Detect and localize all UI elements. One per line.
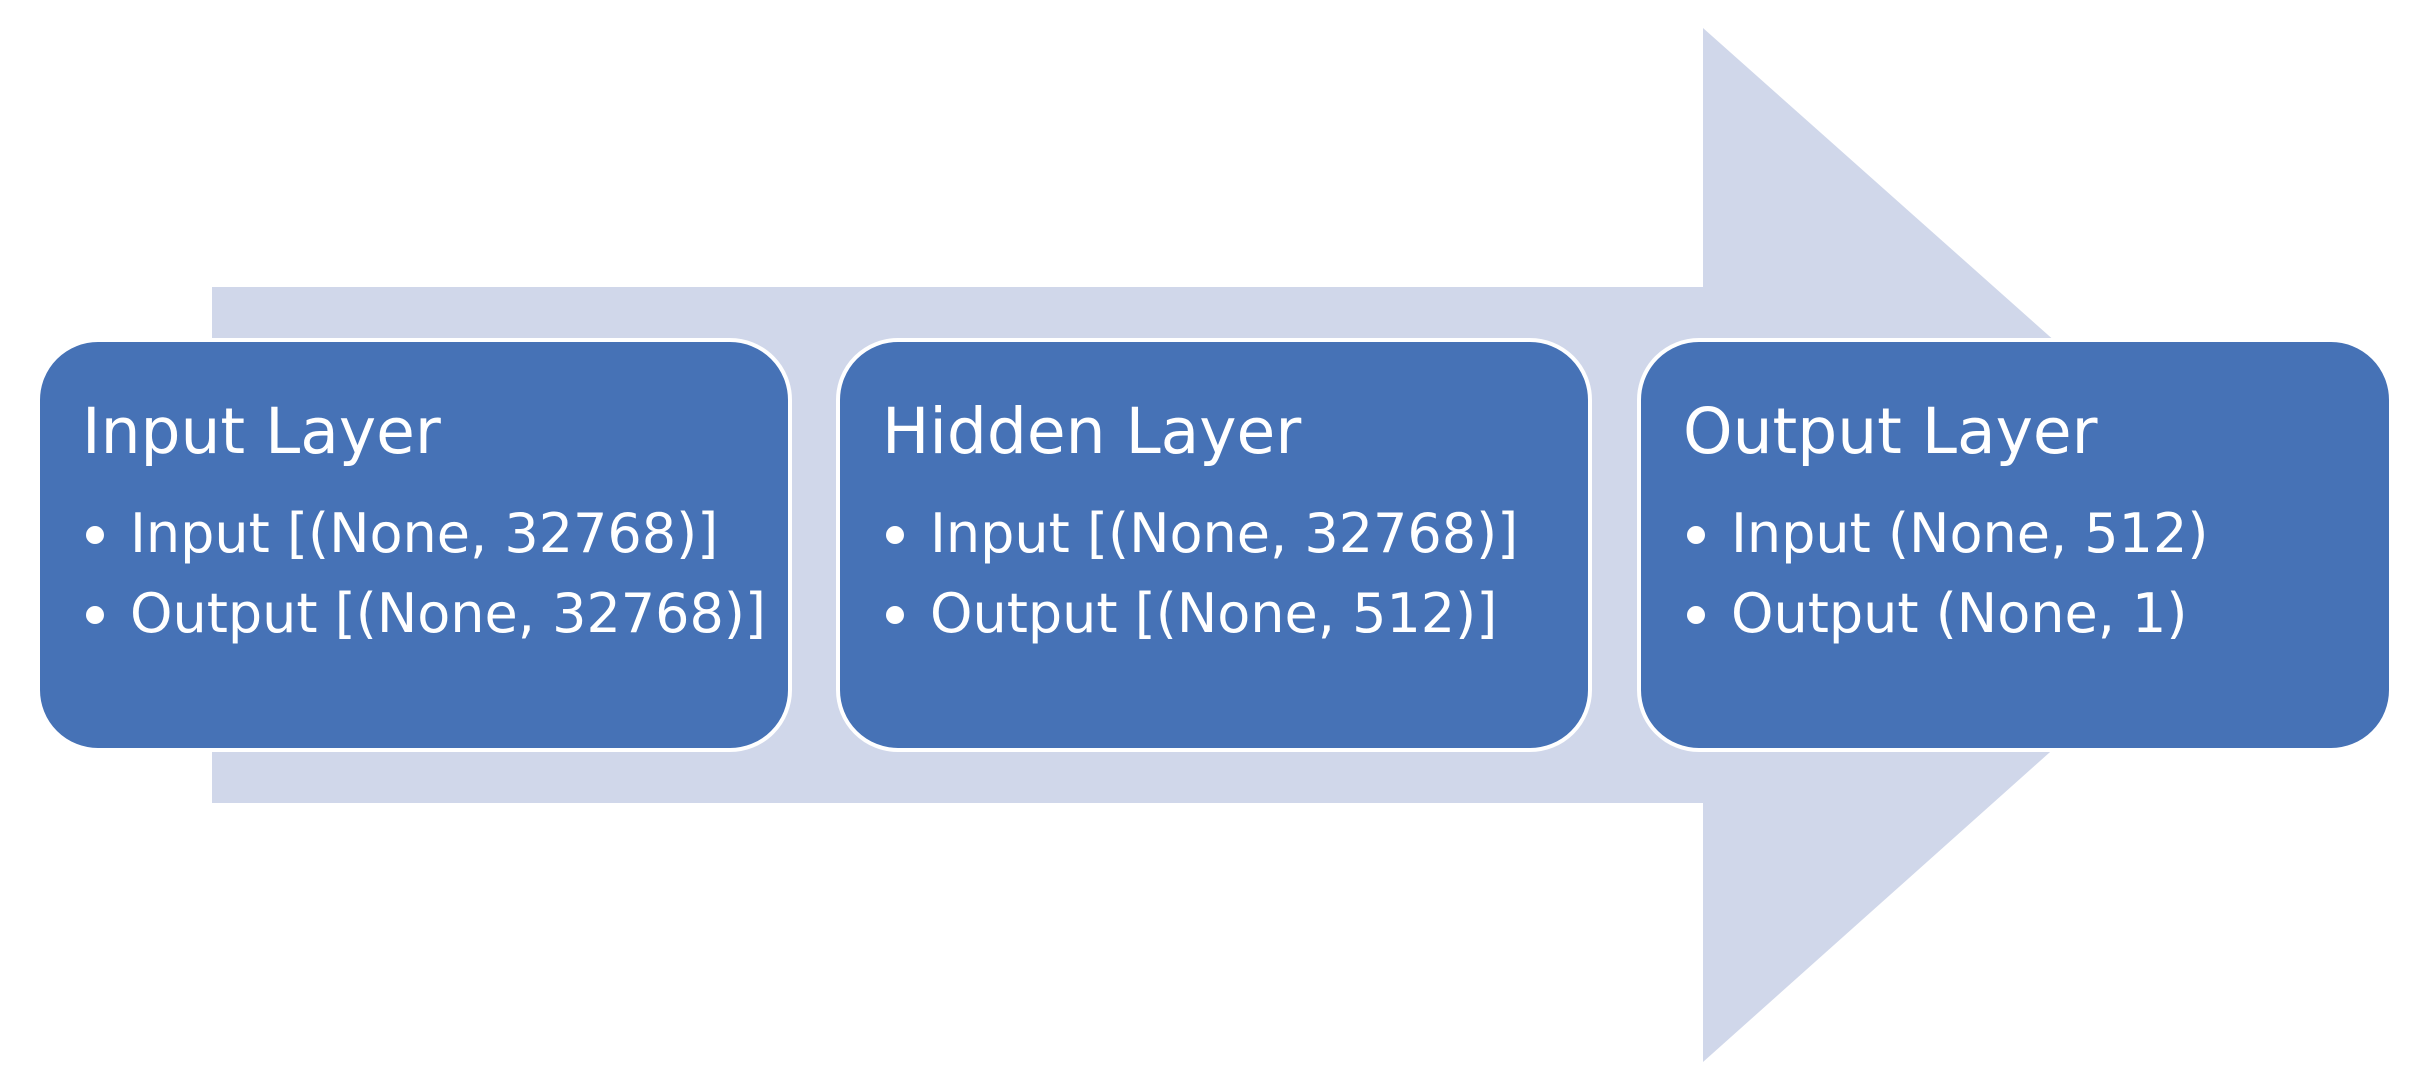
input-layer-output-shape-text: Output [(None, 32768)]	[130, 582, 767, 645]
output-layer-input-shape: Input (None, 512)	[1683, 494, 2389, 574]
hidden-layer-title: Hidden Layer	[882, 395, 1302, 468]
bullet-icon	[886, 526, 904, 544]
output-layer-output-shape: Output (None, 1)	[1683, 574, 2389, 654]
input-layer-details: Input [(None, 32768)] Output [(None, 327…	[82, 494, 788, 654]
hidden-layer-output-shape: Output [(None, 512)]	[882, 574, 1588, 654]
bullet-icon	[86, 606, 104, 624]
hidden-layer-details: Input [(None, 32768)] Output [(None, 512…	[882, 494, 1588, 654]
output-layer-details: Input (None, 512) Output (None, 1)	[1683, 494, 2389, 654]
hidden-layer-input-shape-text: Input [(None, 32768)]	[930, 502, 1519, 565]
input-layer-box: Input Layer Input [(None, 32768)] Output…	[36, 338, 792, 752]
bullet-icon	[86, 526, 104, 544]
hidden-layer-output-shape-text: Output [(None, 512)]	[930, 582, 1498, 645]
hidden-layer-box: Hidden Layer Input [(None, 32768)] Outpu…	[836, 338, 1592, 752]
output-layer-input-shape-text: Input (None, 512)	[1731, 502, 2209, 565]
bullet-icon	[1687, 526, 1705, 544]
hidden-layer-input-shape: Input [(None, 32768)]	[882, 494, 1588, 574]
bullet-icon	[1687, 606, 1705, 624]
output-layer-box: Output Layer Input (None, 512) Output (N…	[1637, 338, 2393, 752]
input-layer-input-shape-text: Input [(None, 32768)]	[130, 502, 719, 565]
output-layer-title: Output Layer	[1683, 395, 2098, 468]
bullet-icon	[886, 606, 904, 624]
input-layer-title: Input Layer	[82, 395, 441, 468]
output-layer-output-shape-text: Output (None, 1)	[1731, 582, 2188, 645]
input-layer-output-shape: Output [(None, 32768)]	[82, 574, 788, 654]
input-layer-input-shape: Input [(None, 32768)]	[82, 494, 788, 574]
